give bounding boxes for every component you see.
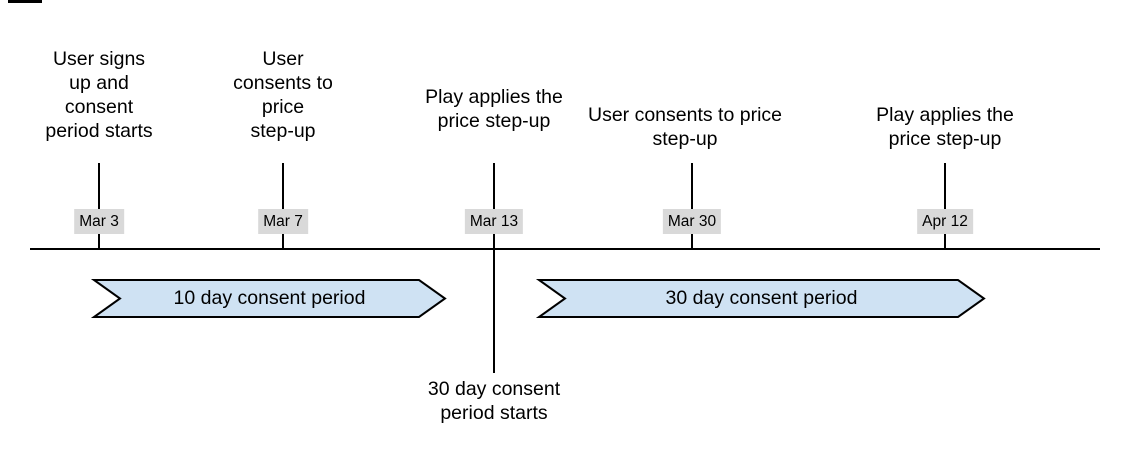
top-edge-mark bbox=[8, 0, 42, 3]
milestone-label-mar-13: Play applies the price step-up bbox=[425, 86, 563, 132]
milestone-date-mar-30: Mar 30 bbox=[662, 209, 722, 234]
milestone-tick-mar-3 bbox=[98, 163, 100, 250]
milestone-date-mar-13: Mar 13 bbox=[464, 209, 524, 234]
milestone-label-apr-12: Play applies the price step-up bbox=[876, 104, 1014, 150]
milestone-tick-mar-7 bbox=[282, 163, 284, 250]
period-arrow-30-day: 30 day consent period bbox=[535, 279, 986, 318]
milestone-tick-mar-30 bbox=[691, 163, 693, 250]
timeline-axis bbox=[30, 248, 1100, 250]
milestone-label-mar-30: User consents to price step-up bbox=[587, 104, 783, 150]
chevron-arrow-shape bbox=[90, 279, 447, 318]
note-30-day-consent-period-starts: 30 day consent period starts bbox=[427, 378, 561, 424]
period-arrow-label-10-day: 10 day consent period bbox=[173, 287, 366, 309]
period-arrow-10-day: 10 day consent period bbox=[90, 279, 447, 318]
milestone-label-mar-7: User consents to price step-up bbox=[233, 48, 333, 142]
milestone-tick-mar-13 bbox=[493, 163, 495, 373]
milestone-date-mar-3: Mar 3 bbox=[74, 209, 124, 234]
milestone-label-mar-3: User signs up and consent period starts bbox=[45, 48, 153, 142]
period-arrow-label-30-day: 30 day consent period bbox=[665, 287, 858, 309]
milestone-tick-apr-12 bbox=[944, 163, 946, 250]
chevron-arrow-shape bbox=[535, 279, 986, 318]
milestone-date-apr-12: Apr 12 bbox=[917, 209, 973, 234]
milestone-date-mar-7: Mar 7 bbox=[258, 209, 308, 234]
